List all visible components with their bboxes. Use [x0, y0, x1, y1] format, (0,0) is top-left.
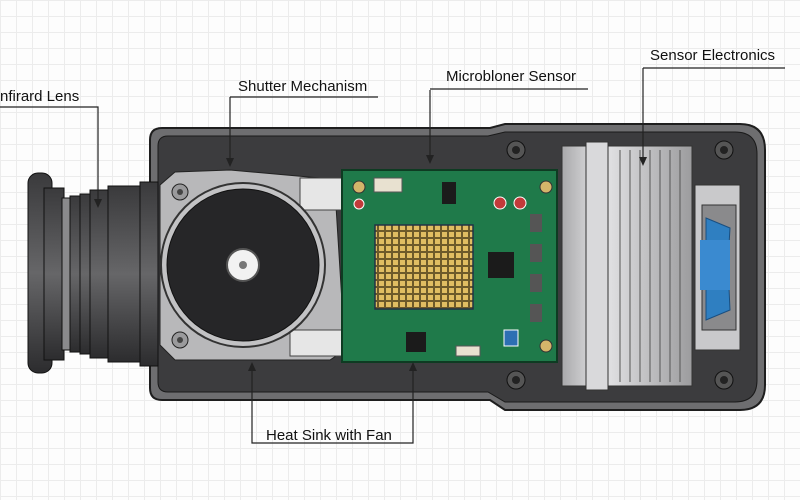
label-infrared-lens: nfirard Lens [0, 88, 80, 105]
label-heat-sink-fan: Heat Sink with Fan [266, 427, 392, 444]
label-microbolometer-sensor: Microbloner Sensor [446, 68, 577, 85]
lens-assembly [27, 172, 159, 374]
leader-arrowheads [94, 155, 647, 371]
label-sensor-electronics: Sensor Electronics [650, 47, 776, 64]
heat-sink-and-fan [561, 141, 741, 391]
leader-lines [0, 67, 785, 444]
sensor-board [341, 169, 558, 363]
shutter-mechanism [159, 169, 351, 361]
label-shutter-mechanism: Shutter Mechanism [238, 78, 368, 95]
